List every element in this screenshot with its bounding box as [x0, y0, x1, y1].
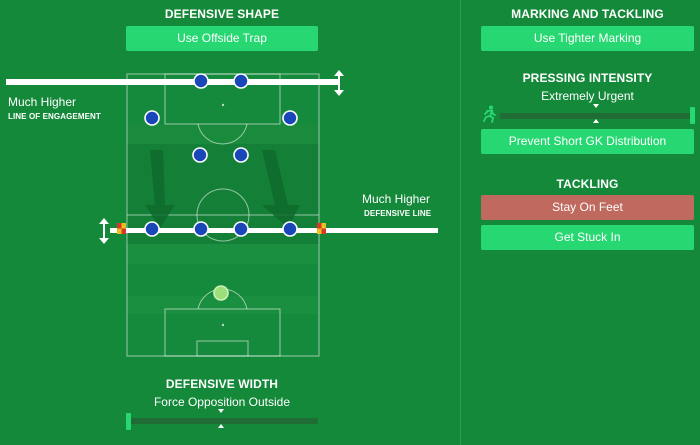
up-down-arrow-icon: [334, 70, 344, 96]
defensive-width-slider[interactable]: [130, 418, 318, 424]
pressing-intensity-slider[interactable]: [500, 113, 692, 119]
player-marker: [233, 221, 249, 237]
player-marker: [144, 221, 160, 237]
pressing-intensity-heading: PRESSING INTENSITY: [522, 71, 653, 85]
player-marker: [282, 221, 298, 237]
tackling-heading: TACKLING: [556, 177, 619, 191]
player-marker: [192, 147, 208, 163]
defensive-line-label: DEFENSIVE LINE: [364, 209, 432, 218]
slider-marker-icon: [593, 104, 599, 123]
player-marker: [282, 110, 298, 126]
player-marker: [193, 221, 209, 237]
goalkeeper-marker: [213, 285, 229, 301]
pressing-intensity-value: Extremely Urgent: [541, 89, 634, 103]
running-player-icon: [483, 105, 496, 123]
offside-flag-icon: [117, 223, 126, 234]
offside-flag-icon: [317, 223, 326, 234]
player-marker: [193, 73, 209, 89]
shape-arrow-left: [145, 150, 175, 228]
player-marker: [233, 147, 249, 163]
defensive-width-slider-handle[interactable]: [126, 413, 131, 430]
shape-arrow-right: [262, 150, 300, 228]
stay-on-feet-button[interactable]: Stay On Feet: [481, 195, 694, 220]
player-marker: [233, 73, 249, 89]
pitch: [6, 70, 438, 357]
defensive-line-bar: [110, 228, 438, 233]
use-tighter-marking-button[interactable]: Use Tighter Marking: [481, 26, 694, 51]
player-marker: [144, 110, 160, 126]
marking-tackling-heading: MARKING AND TACKLING: [511, 7, 664, 21]
slider-marker-icon: [218, 409, 224, 428]
line-of-engagement-value: Much Higher: [8, 95, 77, 109]
defensive-width-value: Force Opposition Outside: [153, 395, 291, 409]
defensive-width-heading: DEFENSIVE WIDTH: [165, 377, 279, 391]
use-offside-trap-button[interactable]: Use Offside Trap: [126, 26, 318, 51]
up-down-arrow-icon: [99, 218, 109, 244]
line-of-engagement-label: LINE OF ENGAGEMENT: [8, 112, 101, 121]
defensive-line-value: Much Higher: [362, 192, 431, 206]
panel-divider: [460, 0, 461, 445]
defensive-shape-heading: DEFENSIVE SHAPE: [164, 7, 280, 21]
get-stuck-in-button[interactable]: Get Stuck In: [481, 225, 694, 250]
prevent-short-gk-distribution-button[interactable]: Prevent Short GK Distribution: [481, 129, 694, 154]
pressing-intensity-slider-handle[interactable]: [690, 107, 695, 124]
line-of-engagement-bar: [6, 79, 338, 85]
